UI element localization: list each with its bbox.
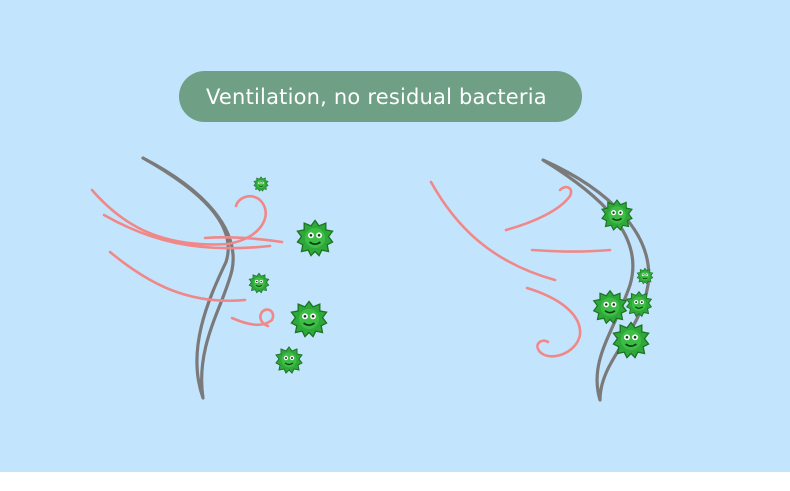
bacteria-icon: [290, 300, 328, 338]
left-mask-layer: [141, 156, 235, 400]
bacteria-icon: [626, 291, 652, 317]
right-airflow: [429, 180, 612, 358]
bacteria-icon: [601, 199, 633, 231]
title-pill: Ventilation, no residual bacteria: [179, 71, 582, 122]
left-airflow: [90, 188, 284, 328]
bottom-border: [0, 472, 790, 491]
right-panel: [429, 158, 654, 402]
bacteria-icon: [253, 176, 269, 192]
title-text: Ventilation, no residual bacteria: [206, 84, 547, 109]
bacteria-icon: [296, 219, 334, 257]
left-panel: [90, 156, 334, 400]
bacteria-icon: [636, 267, 654, 285]
left-bacteria: [248, 176, 334, 374]
bacteria-icon: [593, 290, 627, 324]
right-bacteria: [593, 199, 654, 359]
bacteria-icon: [248, 272, 270, 294]
bacteria-icon: [612, 321, 650, 359]
right-mask-layer: [541, 158, 651, 402]
bacteria-icon: [275, 346, 303, 374]
